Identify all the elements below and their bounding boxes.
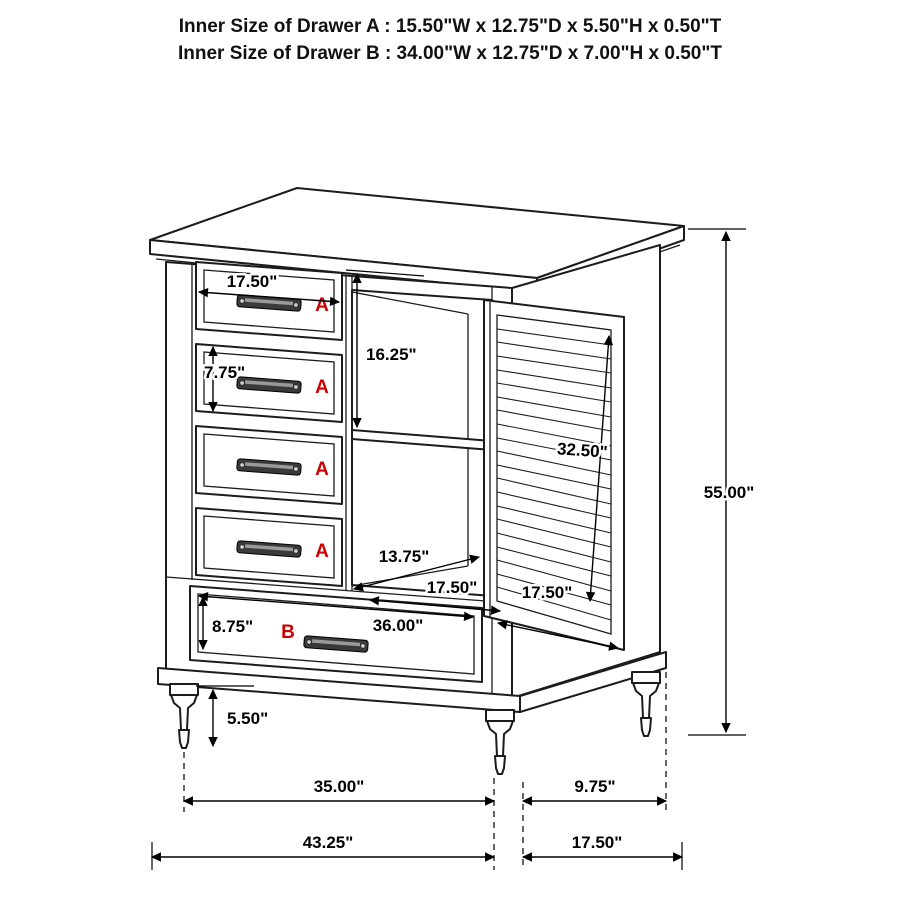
dim-interior-depth-label: 13.75": [379, 547, 430, 566]
drawer-a4-label: A: [315, 541, 329, 562]
dim-overall-height: 55.00": [688, 228, 757, 736]
drawer-a4-handle: [236, 540, 302, 558]
dim-feet-span-width: 35.00": [182, 752, 496, 870]
dim-drawer-a-height: 7.75": [202, 345, 248, 413]
drawer-a2-label: A: [315, 377, 329, 398]
dim-drawer-b-height-label: 8.75": [212, 617, 253, 636]
dim-upper-section-height: 16.25": [345, 269, 425, 429]
dim-drawer-a-width-label: 17.50": [227, 272, 278, 291]
drawer-a1-label: A: [315, 295, 329, 316]
drawer-a4: A: [195, 507, 343, 587]
dim-overall-width: 43.25": [150, 831, 496, 870]
drawer-b-label: B: [281, 622, 295, 643]
dim-opening-width-label: 17.50": [427, 578, 478, 597]
drawer-a2: A: [195, 343, 343, 423]
dim-drawer-b-width-label: 36.00": [373, 616, 424, 635]
drawer-a3: A: [195, 425, 343, 505]
dim-drawer-a-width: 17.50": [197, 270, 341, 307]
drawer-a3-label: A: [315, 459, 329, 480]
dim-overall-height-label: 55.00": [704, 483, 755, 502]
dim-overall-depth: 17.50": [521, 831, 684, 870]
drawer-a2-handle: [236, 376, 302, 394]
dim-foot-height-label: 5.50": [227, 709, 268, 728]
drawer-b-size-text: Inner Size of Drawer B : 34.00"W x 12.75…: [178, 43, 722, 64]
dim-drawer-b-width: 36.00": [197, 591, 475, 638]
dim-interior-depth: 13.75": [352, 545, 481, 592]
cabinet-foot-front-left: [169, 683, 199, 749]
base-molding: [157, 651, 667, 713]
dim-foot-height: 5.50": [196, 685, 271, 748]
drawer-b-handle: [303, 635, 369, 653]
dim-overall-width-label: 43.25": [303, 833, 354, 852]
dim-overall-depth-label: 17.50": [572, 833, 623, 852]
drawer-a-size-text: Inner Size of Drawer A : 15.50"W x 12.75…: [179, 16, 722, 37]
dim-upper-section-height-label: 16.25": [366, 345, 417, 364]
dim-door-width: 17.50": [496, 581, 620, 651]
dim-feet-span-depth: 9.75": [521, 672, 668, 870]
drawer-a3-handle: [236, 458, 302, 476]
dim-door-height-label: 32.50": [556, 439, 608, 461]
dim-drawer-a-height-label: 7.75": [204, 363, 245, 382]
dim-feet-span-depth-label: 9.75": [574, 777, 615, 796]
drawer-size-header: Inner Size of Drawer A : 15.50"W x 12.75…: [178, 16, 722, 64]
cabinet-interior: [351, 289, 493, 597]
dim-door-width-label: 17.50": [522, 583, 573, 602]
dim-door-height: 32.50": [554, 334, 614, 603]
cabinet-foot-back-right: [631, 671, 661, 737]
cabinet-foot-front-right: [485, 709, 515, 775]
dim-feet-span-width-label: 35.00": [314, 777, 365, 796]
